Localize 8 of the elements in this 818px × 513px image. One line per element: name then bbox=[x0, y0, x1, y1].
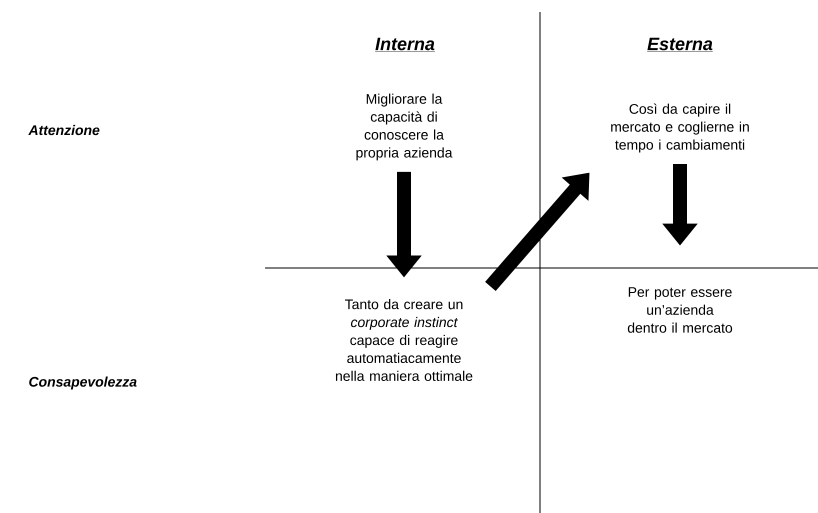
quadrant-text: Così da capire il mercato e coglierne in tempo i cambiamenti bbox=[611, 103, 749, 152]
row-label: Attenzione bbox=[28, 124, 100, 136]
quadrant-text: Migliorare la capacità di conoscere la propria azienda bbox=[356, 94, 452, 160]
column-heading: Esterna bbox=[646, 38, 714, 52]
column-heading: Interna bbox=[374, 38, 436, 52]
quadrant-text: Tanto da creare un corporate instinct capace di reagire automatiacamente nella maniera ottimale bbox=[336, 299, 472, 381]
quadrant-text: Per poter essere un’azienda dentro il mercato bbox=[628, 287, 732, 333]
row-label: Consapevolezza bbox=[29, 376, 137, 390]
